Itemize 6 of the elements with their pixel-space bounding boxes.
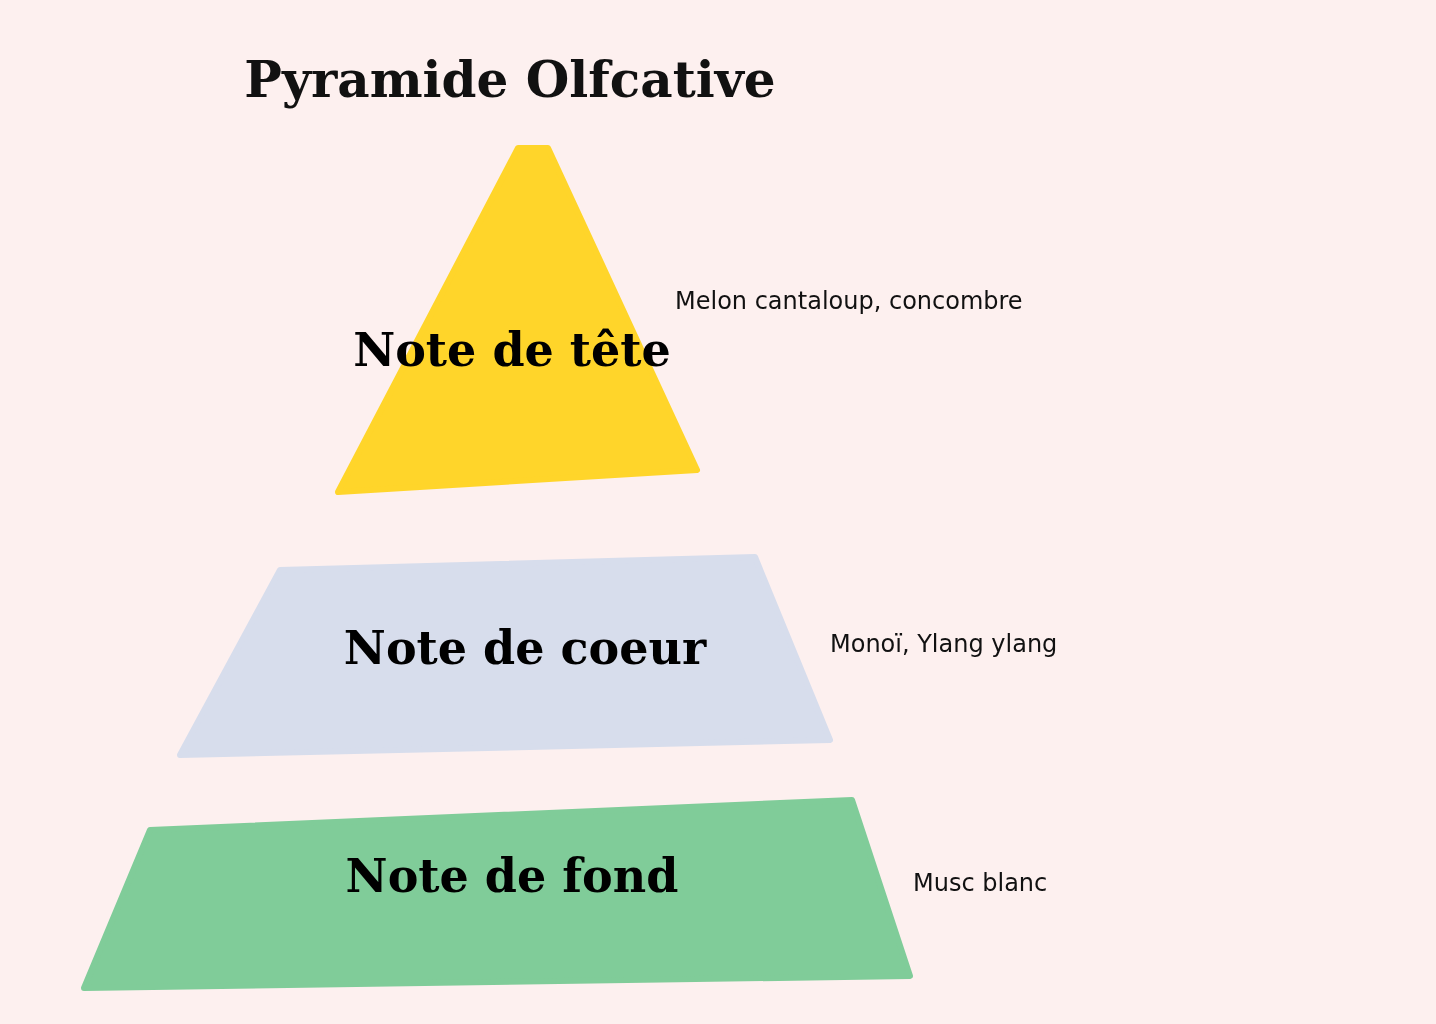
tier-label: Note de coeur [343,621,707,675]
tier-label: Note de fond [345,849,679,903]
diagram-title: Pyramide Olfcative [243,50,777,109]
ingredient-note: Melon cantaloup, concombre [675,287,1023,315]
ingredient-note: Musc blanc [913,869,1048,897]
ingredient-note: Monoï, Ylang ylang [830,630,1058,658]
